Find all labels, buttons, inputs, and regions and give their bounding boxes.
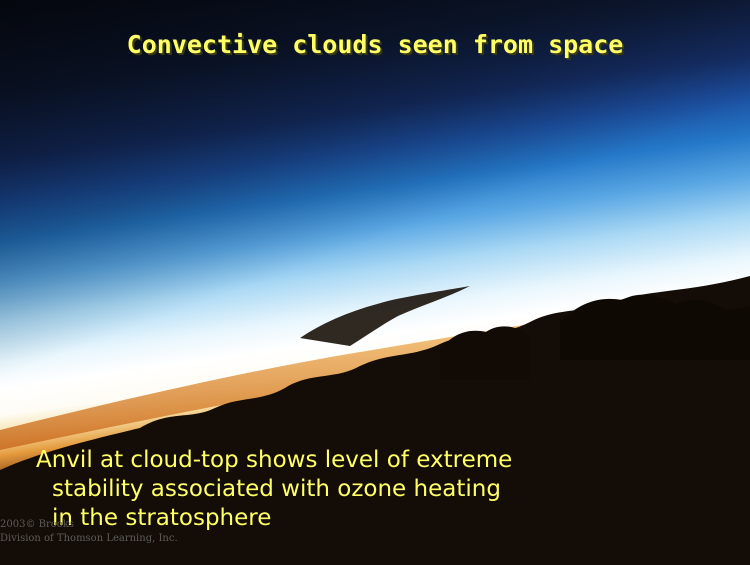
credit-line-1: 2003© Brooks bbox=[0, 519, 74, 530]
cloud-cluster-right bbox=[560, 294, 750, 360]
credit-line-2: Division of Thomson Learning, Inc. bbox=[0, 533, 178, 544]
slide-title: Convective clouds seen from space bbox=[126, 30, 624, 59]
caption-line-2: stability associated with ozone heating bbox=[52, 476, 501, 502]
caption-line-3: in the stratosphere bbox=[52, 505, 272, 531]
caption-line-1: Anvil at cloud-top shows level of extrem… bbox=[36, 447, 513, 473]
anvil-cloud bbox=[300, 286, 470, 346]
slide-caption: Anvil at cloud-top shows level of extrem… bbox=[36, 446, 726, 533]
cloud-cluster-mid bbox=[440, 326, 530, 380]
image-credit: 2003© Brooks Division of Thomson Learnin… bbox=[0, 518, 220, 564]
